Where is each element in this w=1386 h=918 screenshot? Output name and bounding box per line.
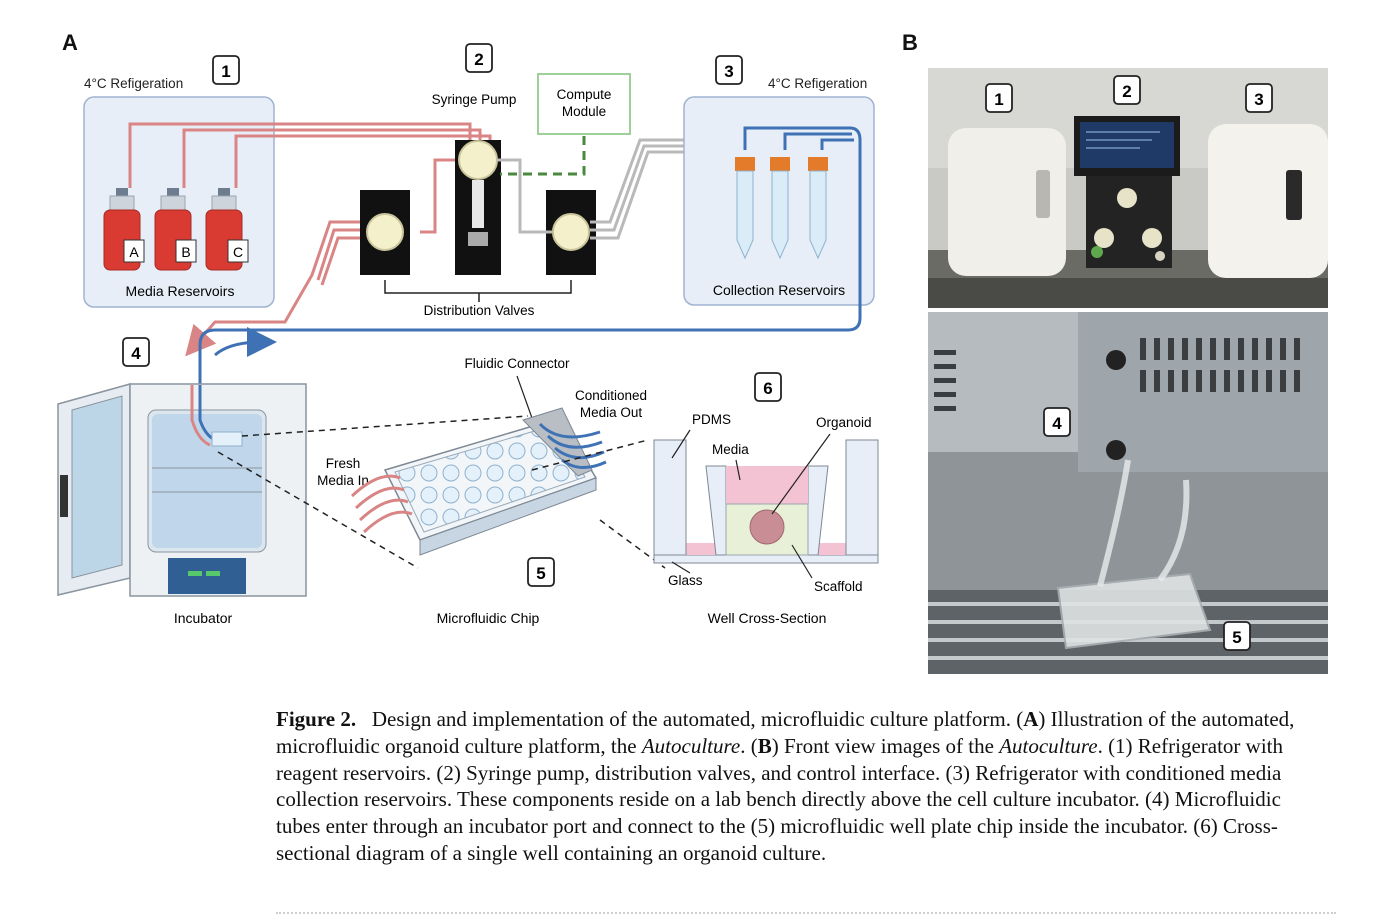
valves-label-bracket [384, 280, 572, 302]
fresh-line2: Media In [317, 473, 369, 488]
panel-b-photos: B [890, 20, 1350, 685]
number-6: 6 [763, 379, 772, 398]
caption-italic-1: Autoculture [641, 733, 741, 758]
left-refrig-label: 4°C Refigeration [84, 76, 183, 91]
bottom-dotted-divider [276, 912, 1336, 914]
distribution-valves-label: Distribution Valves [424, 303, 535, 318]
fluidic-connector-label: Fluidic Connector [464, 356, 570, 371]
number-badge-2 [465, 43, 493, 73]
chip-label: Microfluidic Chip [437, 610, 540, 626]
number-badge-3 [715, 55, 743, 85]
number-2: 2 [474, 50, 483, 69]
panel-b-letter: B [902, 30, 918, 55]
right-refrig-label: 4°C Refigeration [768, 76, 867, 91]
media-reservoirs-label: Media Reservoirs [126, 283, 235, 299]
photo-badge-5 [1223, 621, 1251, 651]
caption-text-1: Design and implementation of the automat… [371, 707, 1024, 731]
caption-text-5: . (1) Refrigerator with reagent reservoi… [276, 733, 1283, 865]
photo-number-1: 1 [994, 90, 1003, 109]
media-bottle-b [154, 188, 197, 271]
well-cross-section [653, 439, 879, 564]
collection-tube-1 [735, 157, 755, 260]
syringe [472, 180, 484, 228]
collection-tube-3 [808, 157, 828, 260]
number-badge-1 [212, 55, 240, 85]
caption-bold-a: A [1023, 707, 1039, 731]
media-bottle-a [103, 188, 145, 271]
cross-section-label: Well Cross-Section [708, 610, 827, 626]
photo-badge-4 [1043, 407, 1071, 437]
number-badge-4 [122, 337, 150, 367]
organoid-label: Organoid [816, 415, 872, 430]
compute-line1: Compute [557, 87, 612, 102]
media-bottle-c [205, 188, 249, 271]
panel-a-letter: A [62, 30, 78, 55]
blue-tube [198, 126, 862, 385]
bottle-c-label: C [233, 244, 243, 260]
number-3: 3 [724, 62, 733, 81]
pump-valve-head [458, 140, 498, 180]
number-badge-5 [527, 557, 555, 587]
microfluidic-chip [383, 407, 598, 556]
photo-lab-bench [928, 68, 1328, 308]
chip-inlet-tubes [350, 474, 413, 534]
photo-number-2: 2 [1122, 82, 1131, 101]
caption-italic-2: Autoculture [999, 733, 1098, 758]
photo-number-5: 5 [1232, 628, 1241, 647]
figure-label: Figure 2. [276, 707, 357, 731]
pdms-label: PDMS [692, 412, 731, 427]
zoom-lines-incubator [217, 415, 529, 569]
syringe-plunger [468, 232, 488, 246]
photo-badge-1 [985, 83, 1013, 113]
syringe-pump-label: Syringe Pump [432, 92, 517, 107]
collection-tube-2 [770, 157, 790, 260]
panel-b-svg: B [902, 30, 1328, 674]
compute-line2: Module [562, 104, 606, 119]
caption-bold-b: B [757, 733, 772, 758]
media-label: Media [712, 442, 749, 457]
fresh-line1: Fresh [326, 456, 361, 471]
incubator-label: Incubator [174, 610, 233, 626]
panel-a-illustration: A 4°C Refigeration 1 A B C Media Reservo… [0, 0, 900, 680]
figure-caption: Figure 2. Design and implementation of t… [276, 706, 1326, 867]
conditioned-line2: Media Out [580, 405, 643, 420]
collection-reservoirs-label: Collection Reservoirs [713, 282, 845, 298]
panel-a-svg: A 4°C Refigeration 1 A B C Media Reservo… [57, 30, 879, 626]
photo-incubator-interior [928, 312, 1328, 674]
caption-text-3: . ( [740, 733, 758, 758]
number-4: 4 [131, 344, 141, 363]
number-5: 5 [536, 564, 545, 583]
scaffold-label: Scaffold [814, 579, 863, 594]
caption-text-2: ) Illustration of the automated, microfl… [276, 707, 1295, 758]
photo-number-3: 3 [1254, 90, 1263, 109]
glass-label: Glass [668, 573, 703, 588]
number-badge-6 [754, 372, 782, 402]
caption-text-4: ) Front view images of the [771, 733, 1000, 758]
number-1: 1 [221, 62, 230, 81]
blue-return-arrow [214, 327, 277, 358]
photo-number-4: 4 [1052, 414, 1062, 433]
incubator-illustration [57, 383, 307, 597]
photo-badge-3 [1245, 83, 1273, 113]
bottle-a-label: A [129, 244, 139, 260]
compute-dashed-link [500, 136, 586, 176]
photo-badge-2 [1113, 75, 1141, 105]
compute-module-box [537, 73, 631, 135]
conditioned-line1: Conditioned [575, 388, 647, 403]
bottle-b-label: B [181, 244, 190, 260]
